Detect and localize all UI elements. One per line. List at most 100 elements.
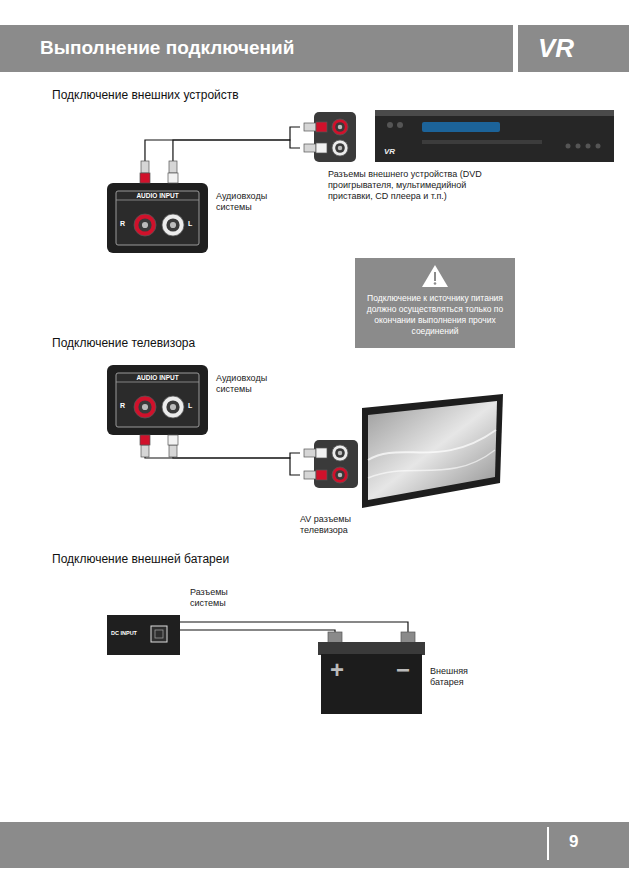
panel-housing bbox=[107, 183, 208, 253]
section-heading: Подключение внешних устройств bbox=[52, 88, 239, 102]
player-button bbox=[586, 144, 591, 149]
jack-ring bbox=[332, 140, 348, 156]
jack-socket bbox=[335, 122, 345, 132]
plug-collar bbox=[316, 470, 327, 480]
cable bbox=[145, 435, 300, 475]
page-number: 9 bbox=[569, 832, 578, 852]
disc-tray bbox=[422, 140, 542, 144]
device-node: AV разъемы телевизора bbox=[300, 390, 505, 512]
plug-body bbox=[304, 449, 316, 457]
node-shape bbox=[300, 110, 614, 165]
tv-screen bbox=[368, 401, 497, 500]
page-title: Выполнение подключений bbox=[40, 37, 294, 60]
cable bbox=[180, 622, 408, 632]
plug-collar bbox=[168, 173, 178, 183]
player-button bbox=[596, 144, 601, 149]
section-heading: Подключение внешней батареи bbox=[52, 552, 229, 566]
brand-logo: VR bbox=[538, 33, 574, 64]
plug-collar bbox=[316, 122, 327, 132]
node-text: R bbox=[120, 220, 125, 228]
cable bbox=[180, 630, 335, 632]
node-text: + bbox=[330, 656, 344, 685]
device-node: AUDIO INPUTRLАудиовходы системы bbox=[107, 365, 208, 435]
jack-ring bbox=[162, 214, 184, 236]
node-text: AV разъемы телевизора bbox=[300, 514, 400, 536]
jack-socket bbox=[166, 218, 179, 231]
jack-ring bbox=[162, 396, 184, 418]
jack-socket bbox=[166, 400, 179, 413]
jack-ring bbox=[134, 396, 156, 418]
plug-body bbox=[141, 161, 149, 173]
node-text: Внешняя батарея bbox=[430, 666, 492, 688]
device-node: DC INPUTРазъемы системы bbox=[107, 615, 180, 655]
node-text: R bbox=[120, 402, 125, 410]
jack-socket bbox=[138, 400, 151, 413]
screen-wave bbox=[368, 430, 496, 460]
jack-pin bbox=[170, 404, 176, 410]
panel-housing bbox=[107, 365, 208, 435]
jack-pin bbox=[142, 404, 148, 410]
jack-ring bbox=[134, 214, 156, 236]
panel-strip-line bbox=[116, 200, 199, 201]
node-text: DC INPUT bbox=[111, 630, 137, 637]
jack-socket bbox=[335, 143, 345, 153]
plug-collar bbox=[168, 435, 178, 445]
section-heading: Подключение телевизора bbox=[52, 336, 195, 350]
player-button bbox=[397, 122, 403, 128]
panel-strip-line bbox=[116, 382, 199, 383]
node-text: Аудиовходы системы bbox=[216, 191, 282, 213]
jack-ring bbox=[332, 445, 348, 461]
jack-plate bbox=[314, 112, 356, 162]
panel-inner bbox=[116, 191, 199, 245]
footer-divider bbox=[547, 827, 549, 860]
header-bar bbox=[0, 25, 513, 72]
node-text: Разъемы системы bbox=[190, 587, 260, 609]
jack-socket bbox=[335, 448, 345, 458]
jack-ring bbox=[332, 119, 348, 135]
node-text: AUDIO INPUT bbox=[107, 192, 208, 200]
player-button bbox=[566, 144, 571, 149]
plug-body bbox=[304, 471, 316, 479]
battery-lid bbox=[318, 642, 425, 655]
node-shape bbox=[300, 390, 505, 512]
warning-box bbox=[355, 258, 515, 348]
warning-dot bbox=[434, 282, 437, 285]
jack-socket bbox=[335, 470, 345, 480]
jack-pin bbox=[142, 222, 148, 228]
plug-body bbox=[169, 161, 177, 173]
node-text: VR bbox=[384, 147, 395, 157]
dc-jack bbox=[151, 626, 167, 642]
device-node: AUDIO INPUTRLАудиовходы системы bbox=[107, 183, 208, 253]
dc-jack-inner bbox=[155, 630, 163, 638]
jack-plate bbox=[314, 440, 358, 488]
tv-frame bbox=[362, 394, 503, 508]
node-text: AUDIO INPUT bbox=[107, 374, 208, 382]
jack-pin bbox=[338, 473, 342, 477]
player-body bbox=[375, 114, 614, 162]
cable bbox=[173, 435, 300, 458]
battery-body bbox=[321, 654, 422, 714]
node-text: Разъемы внешнего устройства (DVD проигры… bbox=[328, 169, 508, 201]
jack-pin bbox=[338, 125, 342, 129]
plug-collar bbox=[316, 448, 327, 458]
dc-panel bbox=[107, 615, 180, 655]
cable bbox=[145, 127, 300, 183]
plug-body bbox=[304, 123, 316, 131]
jack-ring bbox=[332, 467, 348, 483]
node-text: − bbox=[396, 656, 410, 685]
jack-pin bbox=[338, 451, 342, 455]
player-button bbox=[387, 122, 393, 128]
jack-pin bbox=[338, 146, 342, 150]
device-node: +−Внешняя батарея bbox=[318, 632, 425, 714]
device-node: Подключение к источнику питания должно о… bbox=[355, 258, 515, 348]
header-logo-bar bbox=[518, 25, 629, 72]
cable bbox=[173, 140, 300, 183]
footer-bar bbox=[0, 822, 629, 868]
plug-collar bbox=[316, 143, 327, 153]
node-text: L bbox=[188, 220, 192, 228]
plug-body bbox=[141, 445, 149, 457]
warning-mark bbox=[434, 272, 436, 281]
player-top bbox=[375, 110, 614, 116]
node-text: Аудиовходы системы bbox=[216, 373, 282, 395]
